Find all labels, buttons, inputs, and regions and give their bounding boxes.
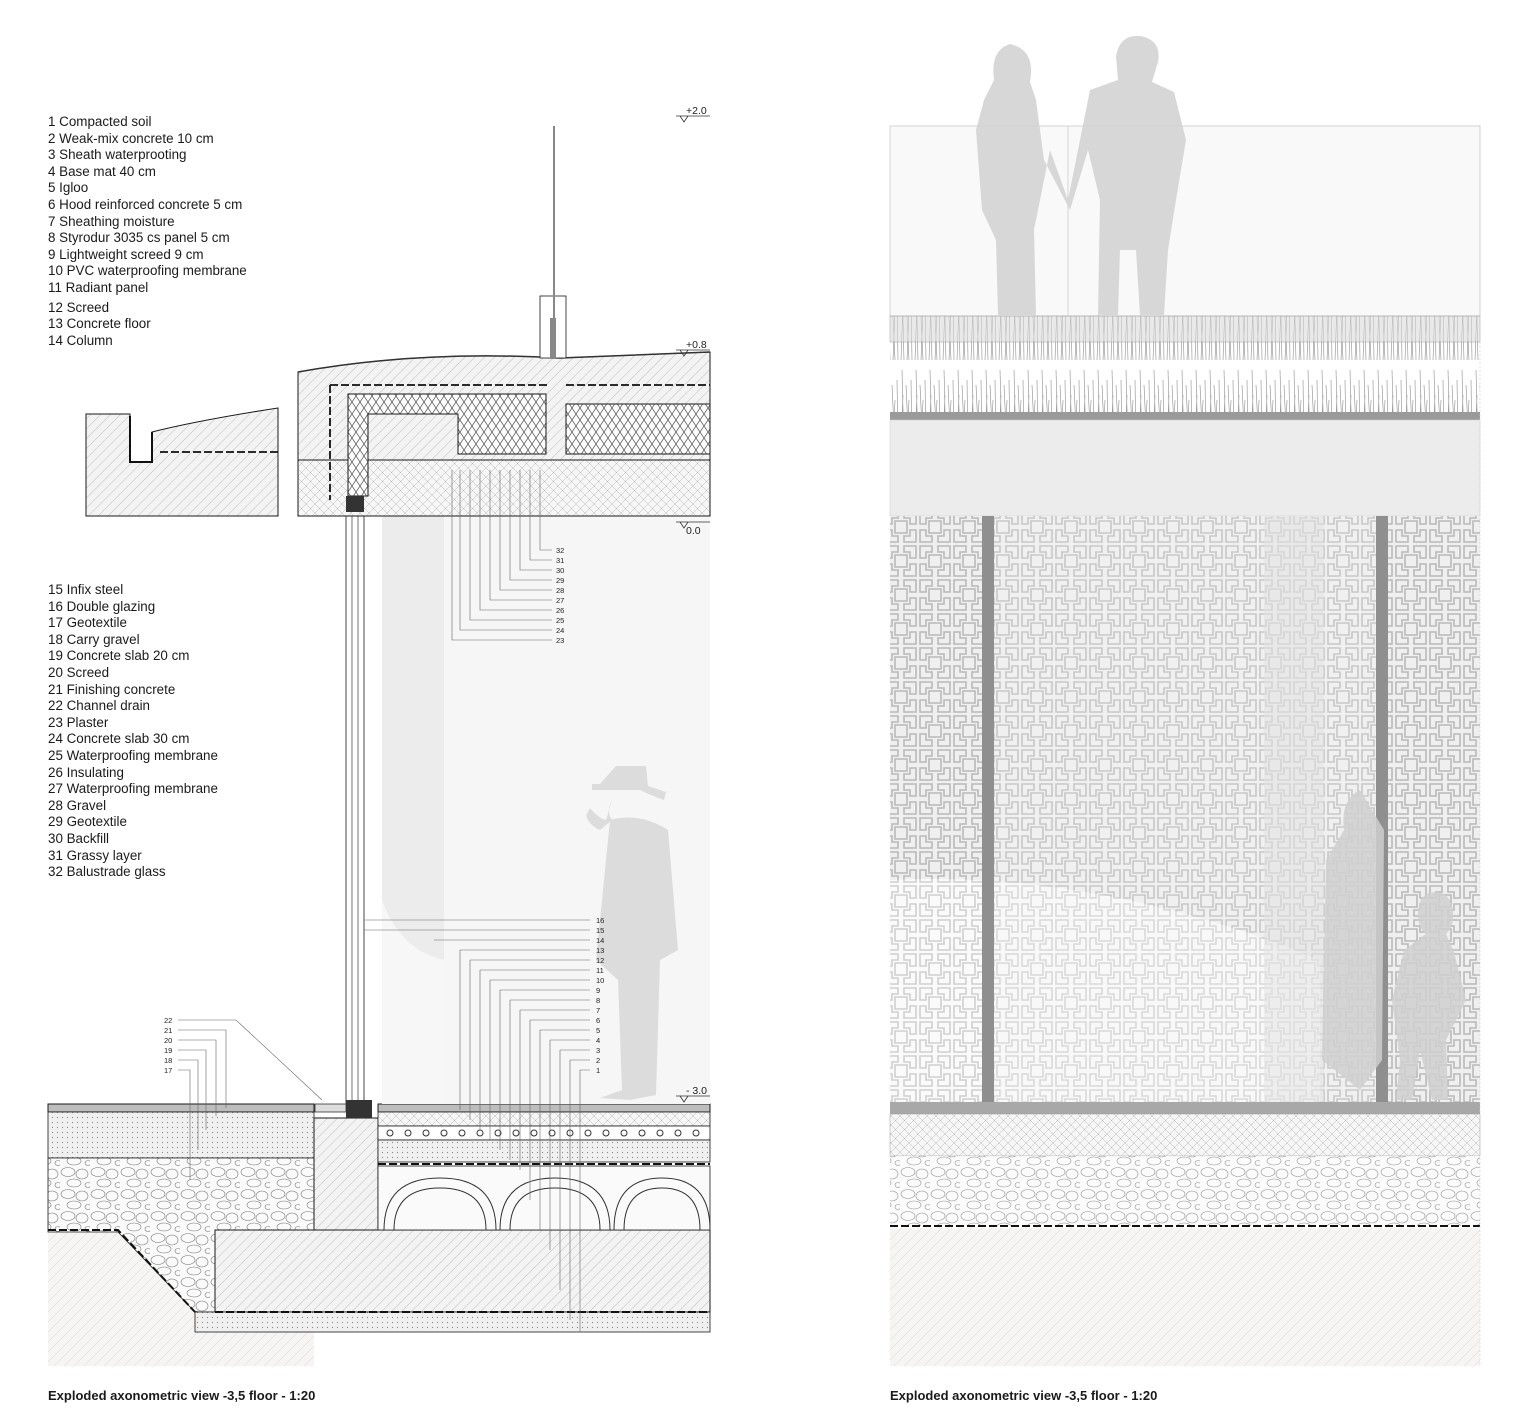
legend-item: 2 Weak-mix concrete 10 cm — [48, 130, 214, 146]
legend-item: 8 Styrodur 3035 cs panel 5 cm — [48, 230, 230, 246]
svg-text:19: 19 — [164, 1046, 172, 1055]
legend-item: 13 Concrete floor — [48, 316, 151, 332]
legend-item: 3 Sheath waterprooting — [48, 147, 187, 163]
person-silhouette — [586, 766, 678, 1100]
svg-text:4: 4 — [596, 1036, 600, 1045]
svg-text:7: 7 — [596, 1006, 600, 1015]
legend-item: 27 Waterproofing membrane — [48, 781, 218, 797]
callout-tags: 32 31 30 29 28 27 26 25 24 23 16 15 14 1… — [164, 546, 604, 1075]
legend-item: 12 Screed — [48, 299, 110, 315]
legend-item: 26 Insulating — [48, 764, 124, 780]
visitor-silhouette — [1322, 790, 1466, 1100]
legend-item: 28 Gravel — [48, 797, 107, 813]
svg-text:8: 8 — [596, 996, 600, 1005]
svg-text:29: 29 — [556, 576, 564, 585]
svg-text:23: 23 — [556, 636, 564, 645]
legend-item: 21 Finishing concrete — [48, 681, 176, 697]
svg-text:28: 28 — [556, 586, 564, 595]
legend-item: 24 Concrete slab 30 cm — [48, 731, 190, 747]
svg-text:22: 22 — [164, 1016, 172, 1025]
svg-text:21: 21 — [164, 1026, 172, 1035]
svg-text:16: 16 — [596, 916, 604, 925]
svg-text:6: 6 — [596, 1016, 600, 1025]
legend-item: 6 Hood reinforced concrete 5 cm — [48, 196, 243, 212]
svg-text:9: 9 — [596, 986, 600, 995]
legend-item: 9 Lightweight screed 9 cm — [48, 246, 204, 262]
level-label: 0.0 — [686, 525, 701, 537]
legend-layers-15-32: 15 Infix steel 16 Double glazing 17 Geot… — [48, 582, 218, 881]
svg-text:26: 26 — [556, 606, 564, 615]
svg-text:17: 17 — [164, 1066, 172, 1075]
legend-item: 4 Base mat 40 cm — [48, 163, 156, 179]
legend-item: 18 Carry gravel — [48, 631, 140, 647]
svg-text:18: 18 — [164, 1056, 172, 1065]
legend-item: 15 Infix steel — [48, 582, 124, 597]
section-drawing: +2.0 +0.8 0.0 - 3.0 32 31 30 29 28 — [47, 105, 711, 1366]
svg-text:11: 11 — [596, 966, 604, 975]
svg-text:15: 15 — [596, 926, 604, 935]
legend-item: 19 Concrete slab 20 cm — [48, 648, 190, 664]
svg-text:5: 5 — [596, 1026, 600, 1035]
legend-item: 32 Balustrade glass — [48, 864, 166, 880]
svg-text:13: 13 — [596, 946, 604, 955]
legend-item: 5 Igloo — [48, 180, 89, 196]
couple-silhouette — [976, 35, 1186, 315]
legend-item: 20 Screed — [48, 664, 110, 680]
legend-item: 22 Channel drain — [48, 698, 150, 714]
legend-item: 16 Double glazing — [48, 598, 156, 614]
level-markers — [676, 115, 710, 1103]
caption-left: Exploded axonometric view -3,5 floor - 1… — [48, 1388, 316, 1403]
svg-text:2: 2 — [596, 1056, 600, 1065]
legend-item: 1 Compacted soil — [48, 114, 152, 129]
legend-item: 7 Sheathing moisture — [48, 213, 175, 229]
legend-layers-1-14: 1 Compacted soil 2 Weak-mix concrete 10 … — [48, 114, 247, 349]
legend-item: 25 Waterproofing membrane — [48, 747, 218, 763]
svg-text:3: 3 — [596, 1046, 600, 1055]
svg-text:14: 14 — [596, 936, 604, 945]
legend-item: 14 Column — [48, 332, 113, 348]
igloo-formwork — [383, 1177, 711, 1231]
legend-item: 30 Backfill — [48, 830, 110, 846]
legend-item: 31 Grassy layer — [48, 847, 142, 863]
elevation-view — [889, 35, 1481, 1366]
legend-item: 10 PVC waterproofing membrane — [48, 263, 247, 279]
level-label: +2.0 — [686, 105, 707, 117]
svg-text:20: 20 — [164, 1036, 172, 1045]
svg-text:1: 1 — [596, 1066, 600, 1075]
legend-item: 23 Plaster — [48, 714, 109, 730]
svg-text:25: 25 — [556, 616, 564, 625]
legend-item: 11 Radiant panel — [48, 279, 149, 295]
svg-text:10: 10 — [596, 976, 604, 985]
caption-right: Exploded axonometric view -3,5 floor - 1… — [890, 1388, 1158, 1403]
leader-lines — [178, 470, 590, 1332]
svg-text:32: 32 — [556, 546, 564, 555]
legend-item: 29 Geotextile — [48, 814, 127, 830]
svg-text:12: 12 — [596, 956, 604, 965]
svg-text:30: 30 — [556, 566, 564, 575]
svg-text:27: 27 — [556, 596, 564, 605]
level-label: +0.8 — [686, 339, 707, 351]
svg-text:31: 31 — [556, 556, 564, 565]
svg-text:24: 24 — [556, 626, 564, 635]
level-label: - 3.0 — [686, 1085, 707, 1097]
legend-item: 17 Geotextile — [48, 615, 127, 631]
